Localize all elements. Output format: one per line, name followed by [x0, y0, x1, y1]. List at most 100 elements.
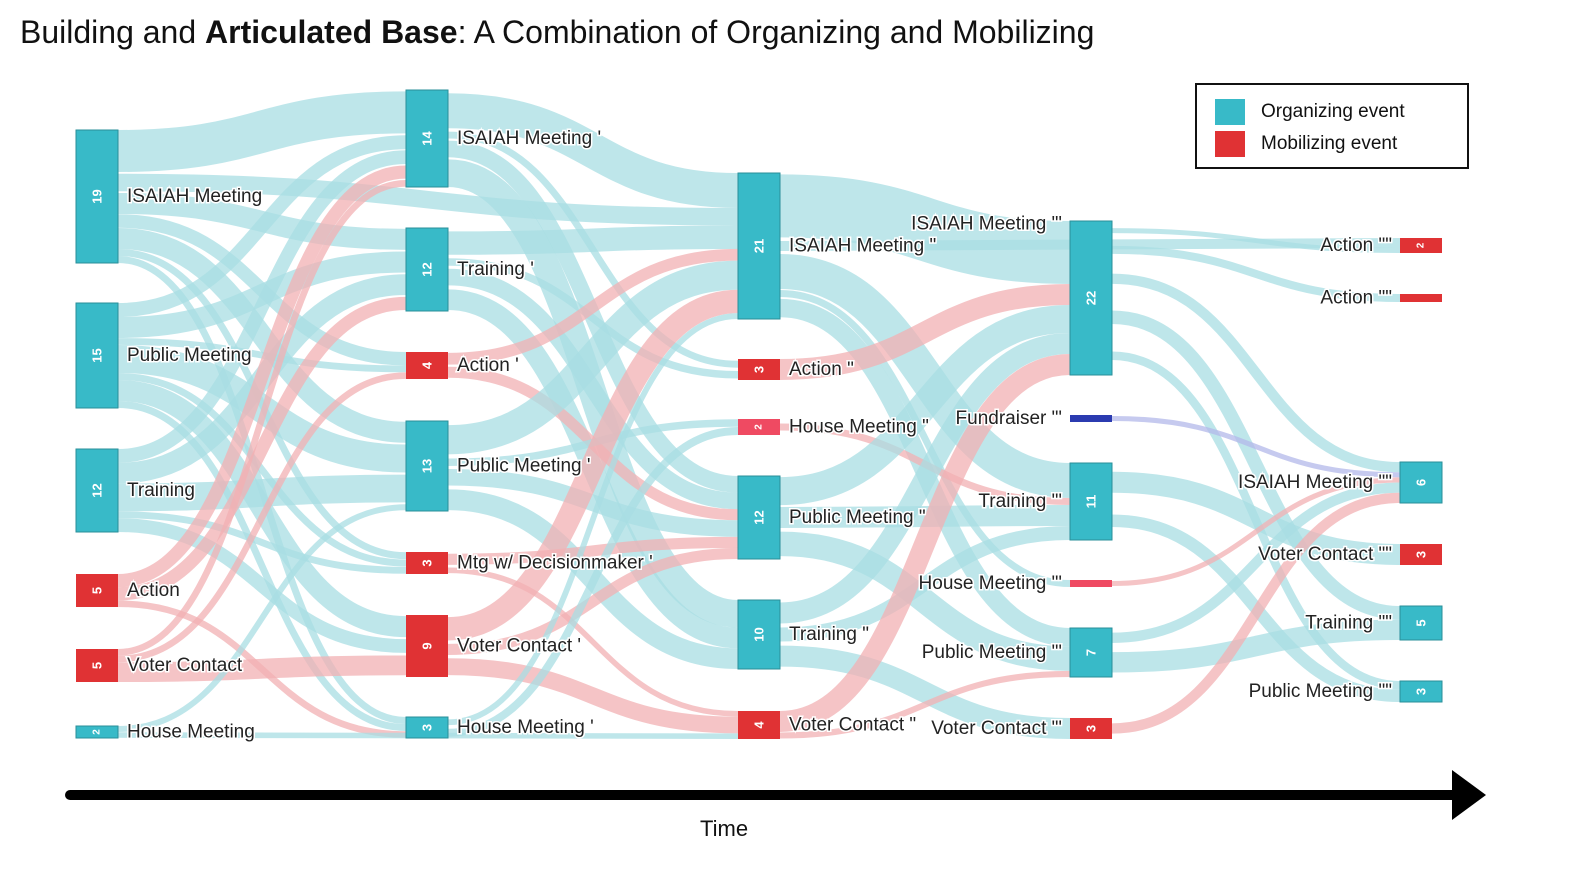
node-label-b_action: Action ' — [457, 355, 519, 376]
node-value-e_isaiah: 6 — [1414, 479, 1429, 486]
node-e_voter — [1400, 544, 1442, 565]
node-value-b_isaiah: 14 — [420, 131, 435, 146]
node-c_voter — [738, 711, 780, 739]
link-a_training-to-b_isaiah — [117, 150, 407, 463]
link-a_action-to-b_training — [117, 296, 407, 601]
title-prefix: Building and — [20, 14, 206, 50]
link-d_isaiah-to-e_action1 — [1111, 228, 1401, 253]
node-value-a_training: 12 — [90, 483, 105, 497]
node-value-a_action: 5 — [90, 587, 105, 594]
link-c_isaiah-to-d_house — [779, 289, 1071, 587]
node-value-b_mtg: 3 — [420, 559, 435, 566]
link-b_voter-to-c_isaiah — [447, 289, 739, 641]
node-d_public — [1069, 627, 1113, 678]
legend-item-mobilizing: Mobilizing event — [1215, 131, 1397, 157]
node-value-b_house: 3 — [420, 724, 435, 731]
node-b_voter — [406, 615, 448, 677]
link-c_training-to-d_voter — [779, 645, 1071, 739]
node-b_mtg — [406, 552, 448, 574]
link-b_training-to-c_isaiah — [447, 225, 739, 255]
node-value-e_training: 5 — [1414, 619, 1429, 626]
title-bold: Articulated Base — [205, 14, 458, 50]
link-c_training-to-d_isaiah — [779, 333, 1071, 624]
link-c_public-to-d_isaiah — [779, 305, 1071, 506]
node-label-b_house: House Meeting ' — [457, 717, 594, 738]
legend-label-organizing: Organizing event — [1261, 101, 1405, 122]
node-d_house — [1070, 580, 1112, 587]
node-label-a_training: Training — [127, 480, 195, 501]
link-c_public-to-d_public — [779, 531, 1071, 671]
node-value-d_public: 7 — [1084, 649, 1099, 656]
node-value-e_voter: 3 — [1414, 551, 1429, 558]
node-a_training — [75, 448, 119, 533]
node-label-b_public: Public Meeting ' — [457, 456, 591, 477]
node-label-d_fund: Fundraiser "' — [956, 408, 1062, 429]
node-value-a_voter: 5 — [90, 662, 105, 669]
link-c_voter-to-d_public — [779, 670, 1071, 739]
node-a_isaiah — [75, 129, 119, 264]
time-axis-arrowhead — [1452, 770, 1486, 820]
node-label-b_voter: Voter Contact ' — [457, 636, 581, 657]
legend-item-organizing: Organizing event — [1215, 99, 1405, 125]
node-label-c_isaiah: ISAIAH Meeting " — [789, 236, 936, 257]
nodes-layer — [75, 89, 1443, 739]
link-d_isaiah-to-e_action2 — [1111, 245, 1401, 302]
node-c_public — [737, 475, 781, 560]
node-a_public — [75, 302, 119, 409]
node-value-e_public: 3 — [1414, 688, 1429, 695]
node-c_house — [738, 419, 780, 435]
link-d_public-to-e_training — [1111, 619, 1401, 673]
link-a_public-to-b_isaiah — [117, 135, 407, 317]
node-label-d_house: House Meeting "' — [919, 573, 1062, 594]
node-d_training — [1069, 462, 1113, 541]
node-b_training — [405, 227, 449, 312]
legend-swatch-organizing — [1215, 99, 1245, 125]
link-b_training-to-c_public — [447, 268, 739, 510]
link-d_voter-to-e_isaiah — [1111, 492, 1401, 734]
link-a_isaiah-to-b_public — [117, 228, 407, 443]
link-b_mtg-to-c_voter — [447, 567, 739, 717]
time-axis — [65, 770, 1486, 820]
link-b_house-to-c_isaiah — [447, 313, 739, 726]
node-e_public — [1399, 680, 1443, 703]
node-value-c_training: 10 — [752, 627, 767, 641]
link-a_public-to-b_action — [117, 338, 407, 373]
node-label-c_action: Action " — [789, 359, 854, 380]
title-suffix: : A Combination of Organizing and Mobili… — [457, 14, 1095, 50]
link-d_fund-to-e_isaiah — [1111, 415, 1401, 478]
node-label-e_training: Training "" — [1305, 613, 1392, 634]
link-a_action-to-b_isaiah — [117, 165, 407, 588]
node-label-d_training: Training "' — [978, 491, 1062, 512]
node-label-b_mtg: Mtg w/ Decisionmaker ' — [457, 553, 653, 574]
node-label-c_public: Public Meeting " — [789, 507, 926, 528]
node-value-b_voter: 9 — [420, 642, 435, 649]
node-e_isaiah — [1399, 461, 1443, 504]
link-a_public-to-b_mtg — [117, 373, 407, 567]
node-e_action2 — [1400, 294, 1442, 302]
link-b_mtg-to-c_public — [447, 536, 739, 565]
node-a_action — [76, 574, 118, 607]
link-c_isaiah-to-d_training — [779, 254, 1071, 498]
link-c_isaiah-to-d_isaiah — [779, 174, 1071, 284]
link-c_voter-to-d_isaiah — [779, 354, 1071, 732]
legend-label-mobilizing: Mobilizing event — [1261, 133, 1398, 154]
node-d_fund — [1070, 415, 1112, 422]
link-d_isaiah-to-e_isaiah — [1111, 273, 1401, 473]
node-value-c_house: 2 — [754, 424, 765, 430]
node-c_training — [737, 599, 781, 670]
link-d_house-to-e_isaiah — [1111, 477, 1401, 587]
node-label-a_public: Public Meeting — [127, 345, 252, 366]
link-a_training-to-b_mtg — [117, 511, 407, 574]
node-b_isaiah — [405, 89, 449, 188]
node-value-e_action1: 2 — [1416, 242, 1427, 248]
link-c_training-to-d_training — [779, 526, 1071, 642]
node-c_isaiah — [737, 172, 781, 320]
link-a_house-to-b_public — [117, 504, 407, 732]
link-a_public-to-b_voter — [117, 380, 407, 638]
node-b_action — [406, 352, 448, 379]
node-b_public — [405, 420, 449, 512]
node-label-e_action1: Action "" — [1320, 235, 1392, 256]
node-label-b_isaiah: ISAIAH Meeting ' — [457, 128, 601, 149]
